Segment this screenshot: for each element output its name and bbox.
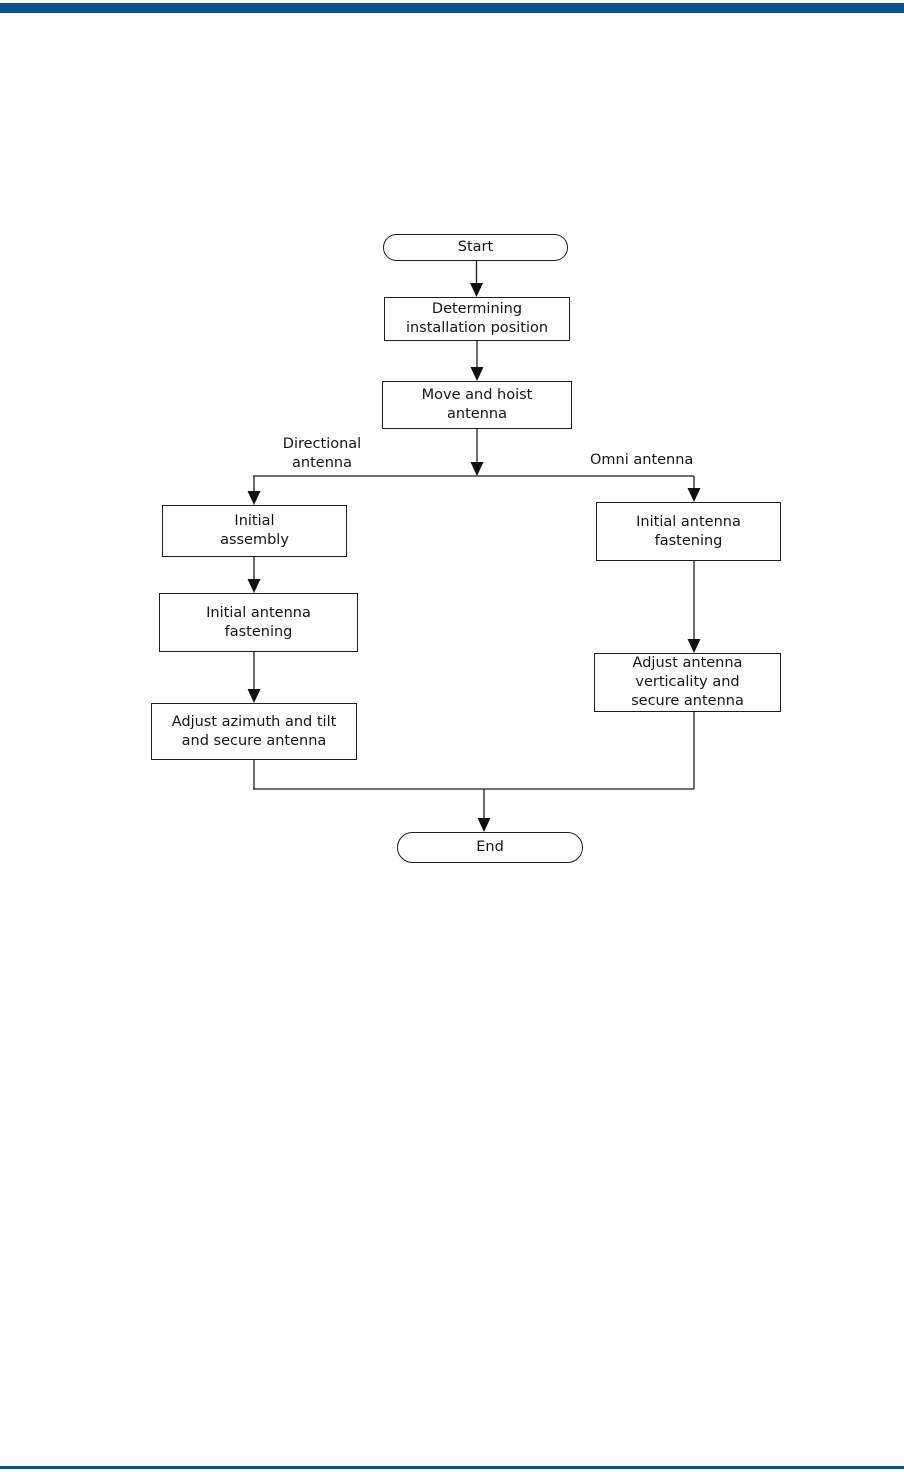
- arrowhead-icon: [470, 462, 484, 476]
- branch-label-directional: Directional antenna: [282, 436, 362, 471]
- arrowhead-icon: [687, 639, 701, 653]
- arrowhead-icon: [687, 488, 701, 502]
- flow-node-initial-fastening-left: Initial antenna fastening: [159, 593, 358, 652]
- flow-node-start: Start: [383, 234, 568, 261]
- arrowhead-icon: [470, 283, 483, 297]
- flow-node-initial-fastening-right: Initial antenna fastening: [596, 502, 781, 561]
- arrowhead-icon: [247, 491, 261, 505]
- flow-node-initial-assembly: Initial assembly: [162, 505, 347, 557]
- arrowhead-icon: [470, 367, 484, 381]
- arrowhead-icon: [247, 579, 261, 593]
- flow-node-adjust-azimuth: Adjust azimuth and tilt and secure anten…: [151, 703, 357, 760]
- flow-node-adjust-verticality: Adjust antenna verticality and secure an…: [594, 653, 781, 712]
- bottom-rule: [0, 1466, 904, 1469]
- flow-node-move-hoist: Move and hoist antenna: [382, 381, 572, 429]
- flow-node-end: End: [397, 832, 583, 863]
- branch-label-omni: Omni antenna: [590, 452, 694, 468]
- flow-node-determine-position: Determining installation position: [384, 297, 570, 341]
- top-rule: [0, 3, 904, 13]
- arrowhead-icon: [247, 689, 261, 703]
- arrowhead-icon: [477, 818, 491, 832]
